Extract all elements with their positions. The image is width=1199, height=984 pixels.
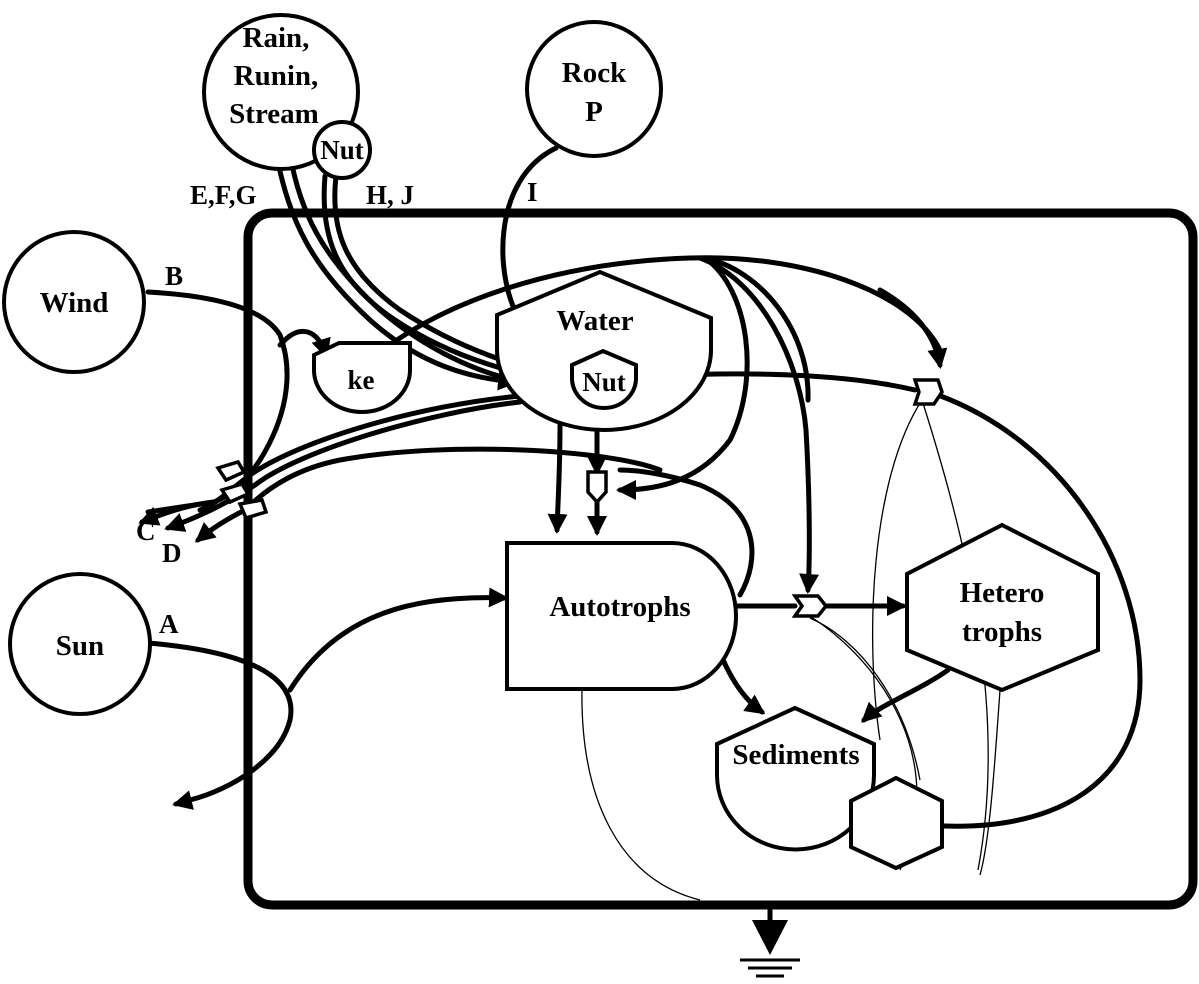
flow-label-hj: H, J <box>366 180 414 210</box>
flow-label-c: C <box>136 516 156 546</box>
rock-source: Rock P <box>525 20 663 158</box>
sun-source-circle <box>8 572 152 716</box>
sediments-storage: Sediments <box>715 705 876 852</box>
autotrophs-consumer: Autotrophs <box>505 541 738 691</box>
rain-nut-circle <box>312 120 372 180</box>
decomposer-hexagon <box>849 775 944 871</box>
autotrophs-shape <box>505 541 738 691</box>
nut-storage: Nut <box>570 348 638 410</box>
runin-label: Runin, <box>234 60 319 92</box>
gate-recycle-nut <box>912 378 944 406</box>
sun-label: Sun <box>56 630 104 662</box>
wind-source: Wind <box>2 230 146 374</box>
ke-storage: ke <box>312 341 412 414</box>
ke-tank-shape <box>312 341 412 414</box>
rock-p-label: P <box>585 96 603 128</box>
gate-outflow-c <box>219 481 251 505</box>
heat-sink <box>740 920 800 978</box>
heterotrophs-label-2: trophs <box>962 616 1042 648</box>
flow-label-efg: E,F,G <box>190 180 257 210</box>
heterotrophs-shape <box>905 522 1100 693</box>
flow-label-d: D <box>162 538 182 568</box>
flow-label-i: I <box>527 177 538 207</box>
stream-label: Stream <box>229 98 319 130</box>
gate-nut-autotrophs <box>586 470 608 505</box>
water-label: Water <box>556 305 633 337</box>
flow-label-b: B <box>165 261 183 291</box>
rain-nut-source: Nut <box>312 120 372 180</box>
wind-label: Wind <box>40 287 109 319</box>
nut-storage-label: Nut <box>582 367 626 397</box>
sediments-label: Sediments <box>732 739 859 771</box>
heat-sink-arrow <box>752 920 788 955</box>
interaction-gates <box>215 378 944 618</box>
ke-label: ke <box>348 365 375 395</box>
rock-label: Rock <box>562 57 627 89</box>
gate-outflow-d <box>237 498 269 521</box>
gate-wind-c <box>215 459 247 483</box>
rain-label: Rain, <box>243 22 310 54</box>
nut-tank-shape <box>570 348 638 410</box>
autotrophs-label: Autotrophs <box>549 591 690 623</box>
system-boundary <box>243 208 1198 910</box>
gate-auto-hetero <box>791 594 829 618</box>
heterotrophs-label-1: Hetero <box>960 577 1045 609</box>
rock-source-circle <box>525 20 663 158</box>
flow-label-a: A <box>159 609 179 639</box>
wind-source-circle <box>2 230 146 374</box>
sun-source: Sun <box>8 572 152 716</box>
heterotrophs-consumer: Hetero trophs <box>905 522 1100 693</box>
rain-nut-label: Nut <box>320 135 364 165</box>
